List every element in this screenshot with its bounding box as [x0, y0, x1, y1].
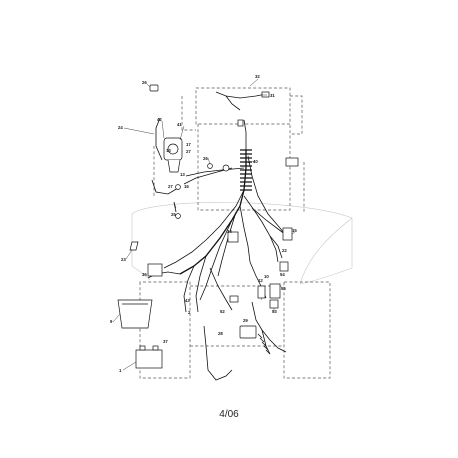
callout-40: 40	[253, 159, 258, 164]
relay-center	[227, 231, 239, 243]
footer-date-code: 4/06	[219, 409, 239, 420]
callout-25: 25	[171, 212, 176, 217]
callout-13b: 13	[180, 172, 185, 177]
grommet-27	[175, 184, 181, 190]
callout-34: 34	[227, 229, 232, 234]
callout-23: 23	[121, 257, 126, 262]
callout-36: 36	[142, 272, 147, 277]
callout-42: 42	[157, 117, 162, 122]
callout-53: 53	[272, 309, 277, 314]
callout-17a: 17	[186, 142, 191, 147]
battery-tray	[117, 299, 153, 329]
callout-12: 12	[258, 278, 263, 283]
callout-15: 15	[292, 228, 297, 233]
module-15	[282, 227, 293, 241]
part-52	[229, 295, 239, 303]
callout-numbers: 32 31 26 24 42 41 17 13 13 27 40 26 27 1…	[110, 74, 297, 373]
switch-54	[269, 283, 281, 299]
callout-37: 37	[163, 339, 168, 344]
callout-22: 22	[282, 248, 287, 253]
callout-26-top: 26	[142, 80, 147, 85]
connector-26-top	[149, 84, 159, 92]
callout-29: 29	[243, 318, 248, 323]
components	[117, 84, 299, 369]
switch-12	[257, 285, 266, 299]
callout-28: 28	[218, 331, 223, 336]
callout-27a: 27	[186, 149, 191, 154]
callout-41: 41	[177, 122, 182, 127]
callout-24: 24	[118, 125, 123, 130]
connector-block-36	[147, 263, 163, 277]
battery-terminal-negative	[152, 345, 159, 351]
battery-terminal-positive	[139, 345, 146, 351]
callout-43: 43	[185, 298, 190, 303]
grommet-25	[175, 213, 181, 219]
leader-lines	[112, 78, 296, 371]
connector-right-upper	[285, 157, 299, 167]
callout-31: 31	[270, 93, 275, 98]
callout-55: 55	[281, 286, 286, 291]
callout-2: 2	[188, 310, 191, 315]
module-22	[279, 261, 289, 272]
callout-52: 52	[220, 309, 225, 314]
callout-10: 10	[264, 274, 269, 279]
connector-top-center	[237, 119, 244, 127]
ignition-key-cylinder	[167, 143, 179, 155]
callout-9: 9	[110, 319, 113, 324]
bracket-23	[129, 241, 139, 251]
battery	[135, 349, 163, 369]
callout-54: 54	[280, 272, 285, 277]
callout-32: 32	[255, 74, 260, 79]
callout-13a: 13	[166, 148, 171, 153]
connector-31	[261, 91, 270, 98]
callout-27b: 27	[168, 184, 173, 189]
callout-1: 1	[119, 368, 122, 373]
callout-16: 16	[184, 184, 189, 189]
lamp-26-mid	[222, 164, 230, 172]
callout-26-mid: 26	[203, 156, 208, 161]
chassis-fender-outline	[131, 202, 353, 285]
wiring-harness	[147, 91, 293, 381]
switch-55	[269, 299, 279, 309]
fuse-holder-29	[239, 325, 257, 339]
